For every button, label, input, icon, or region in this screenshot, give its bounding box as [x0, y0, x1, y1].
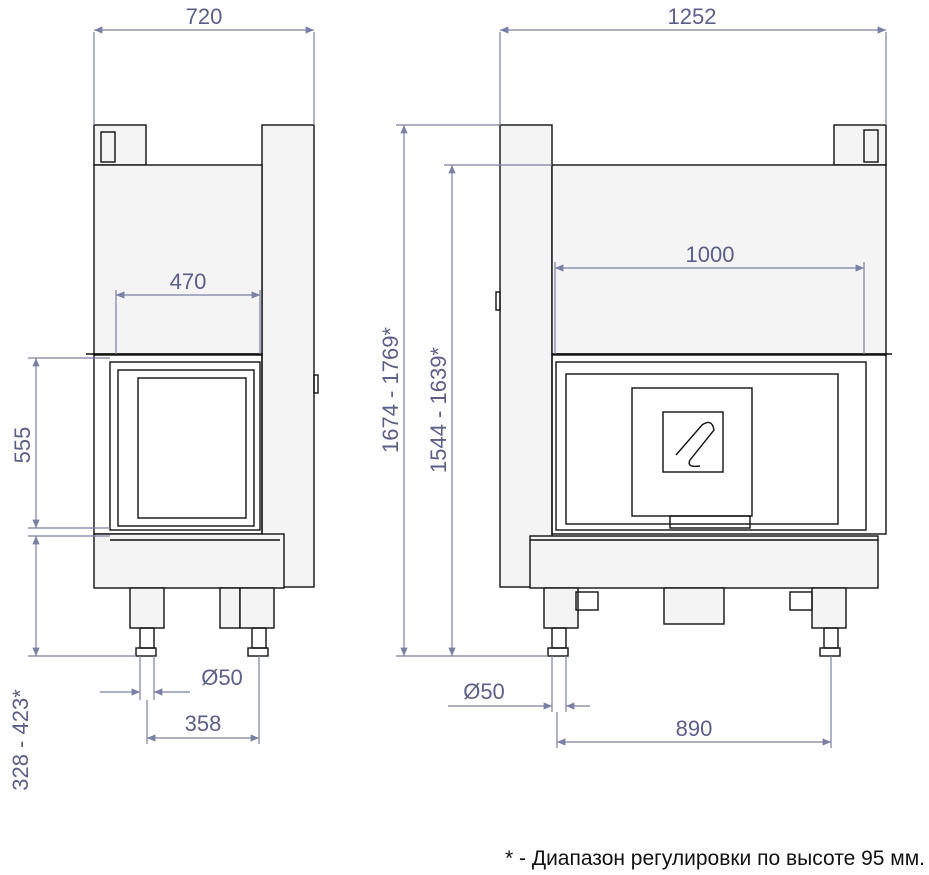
dim-front-opening: 470: [170, 269, 207, 294]
dim-front-leg-diam: Ø50: [201, 665, 243, 690]
front-dimensions: 720 470 555 328 - 423* Ø50 358: [8, 4, 315, 791]
dim-side-leg-diam: Ø50: [463, 679, 505, 704]
side-dimensions: 1252 1000 1674 - 1769* 1544 - 1639* Ø50 …: [378, 4, 887, 748]
dim-side-leg-spacing: 890: [676, 716, 713, 741]
footnote: * - Диапазон регулировки по высоте 95 мм…: [505, 847, 925, 870]
dim-side-width: 1252: [668, 4, 717, 29]
dim-front-leg-spacing: 358: [185, 711, 222, 736]
front-view: [86, 124, 319, 657]
dim-side-height-2: 1544 - 1639*: [426, 347, 451, 473]
side-view: [495, 124, 892, 657]
dim-front-width: 720: [186, 4, 223, 29]
dim-side-opening: 1000: [686, 242, 735, 267]
dim-front-leg-range: 328 - 423*: [8, 689, 33, 791]
dim-front-height: 555: [10, 427, 35, 464]
dim-side-total-height: 1674 - 1769*: [378, 327, 403, 453]
